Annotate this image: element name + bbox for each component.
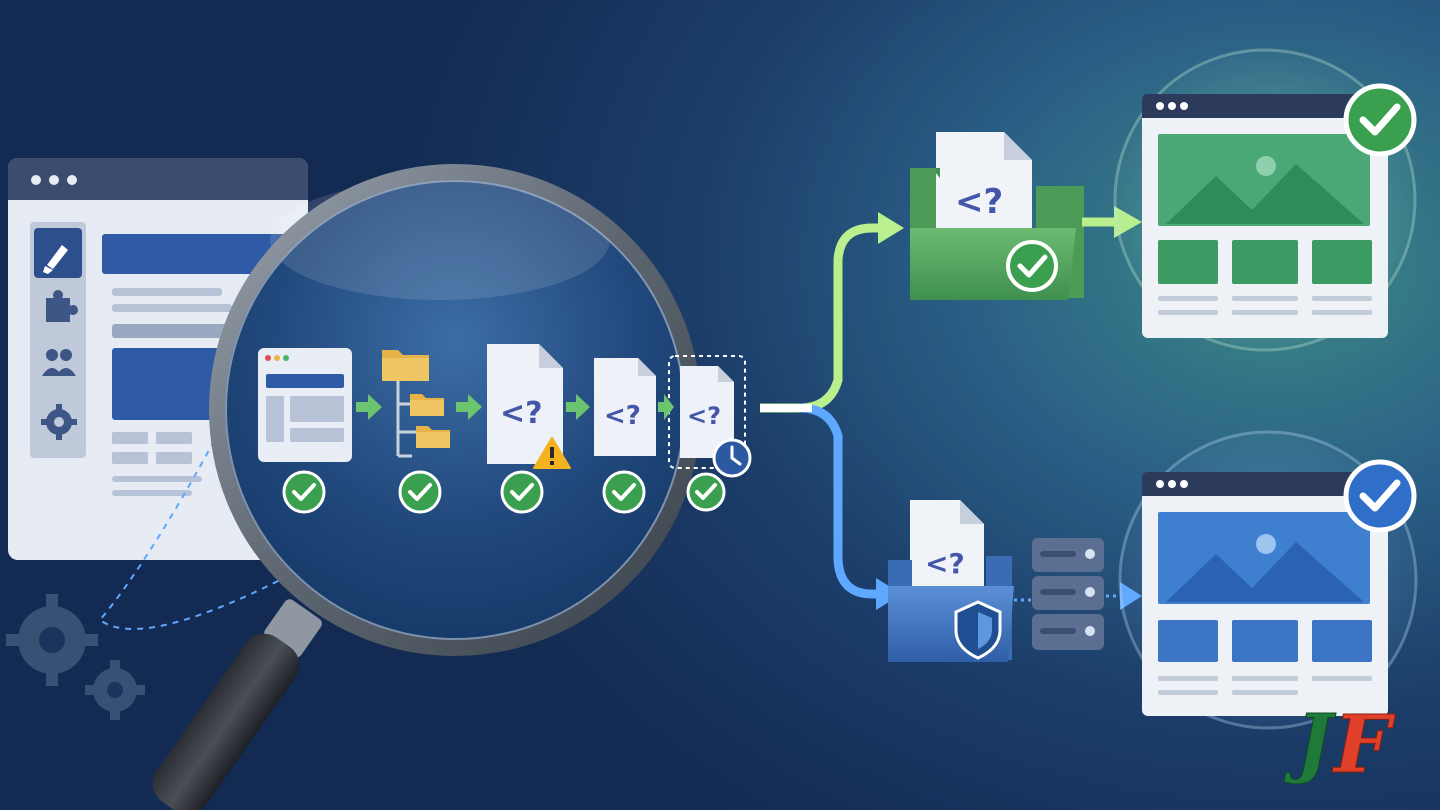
folder-tree-icon (382, 350, 450, 458)
check-badge-icon (398, 470, 442, 514)
scheduled-code-file-icon: <? (668, 355, 746, 469)
branch-connector (760, 212, 904, 610)
code-symbol: <? (500, 396, 543, 431)
check-badge-icon (686, 472, 726, 512)
admin-browser-window (8, 158, 308, 560)
step-arrows (356, 394, 674, 420)
page-layout-icon (258, 348, 352, 462)
check-badge-icon (1343, 459, 1417, 533)
process-steps: <? <? <? (258, 344, 752, 514)
gear-icon (41, 404, 77, 440)
code-file-icon: <? (594, 358, 656, 456)
check-badge-icon (1006, 240, 1058, 292)
code-symbol: <? (604, 401, 641, 431)
magnifying-glass-icon (152, 164, 701, 810)
settings-gears-icon (6, 594, 145, 720)
server-icon (1032, 538, 1104, 650)
code-file-icon: <? (487, 344, 563, 464)
clock-icon (712, 438, 752, 478)
users-icon (42, 349, 76, 376)
puzzle-icon (46, 290, 79, 322)
check-badge-icon (1343, 83, 1417, 157)
code-symbol: <? (925, 547, 965, 580)
code-symbol: <? (955, 182, 1003, 222)
logo-letter-f: F (1332, 697, 1396, 791)
brush-icon (43, 245, 68, 274)
jf-logo: J F (1284, 697, 1397, 792)
shield-icon (954, 600, 1002, 660)
warning-icon (533, 437, 571, 469)
check-badge-icon (602, 470, 646, 514)
dashed-connector (98, 429, 281, 630)
check-badge-icon (282, 470, 326, 514)
published-page-green (1142, 94, 1388, 338)
check-badge-icon (500, 470, 544, 514)
code-symbol: <? (687, 402, 721, 430)
approved-code-folder: <? (910, 132, 1084, 300)
published-page-blue (1142, 472, 1388, 716)
